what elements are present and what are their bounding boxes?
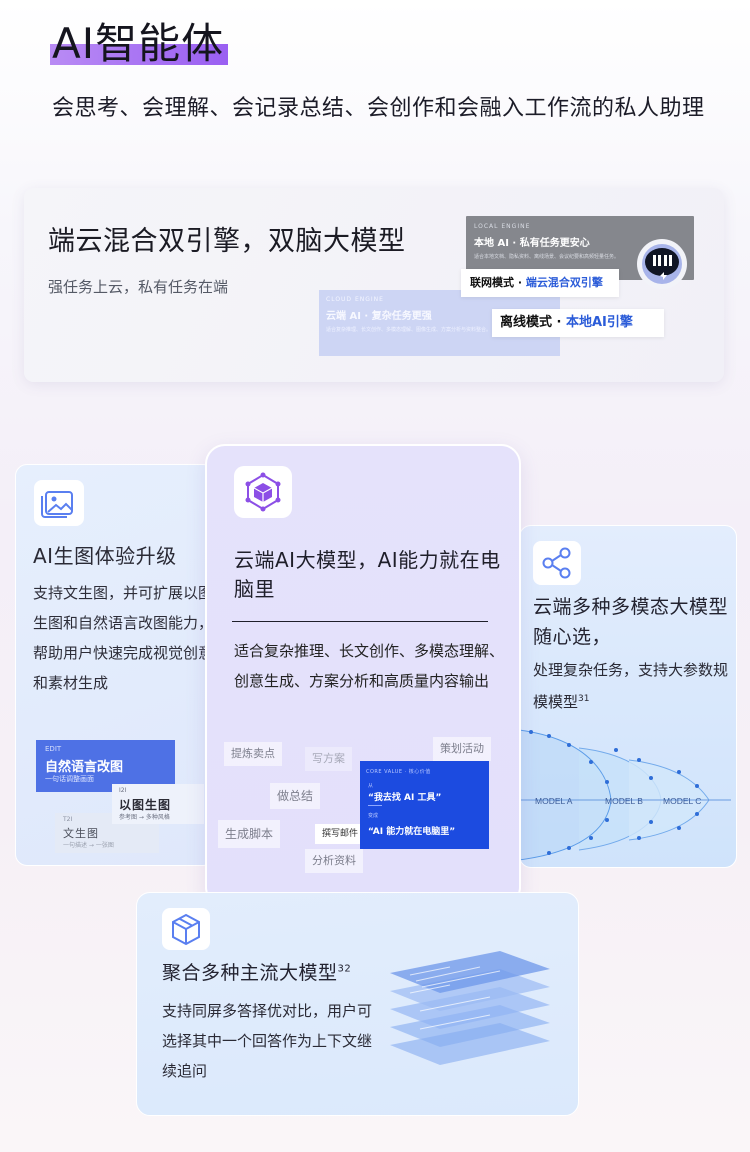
t2i-sub: 一句描述 → 一张图	[63, 842, 114, 849]
answers-stack-graphic	[390, 951, 550, 1065]
models-diagram: MODEL A MODEL B MODEL C	[519, 729, 731, 860]
chip-summary: 做总结	[270, 783, 321, 809]
t2i-title: 文生图	[63, 827, 99, 840]
t2i-tag: T2I	[63, 816, 73, 823]
cloud-engine-label: CLOUD ENGINE	[326, 296, 384, 303]
multimodel-desc-wrap: 处理复杂任务，支持大参数规模模型31	[533, 656, 728, 717]
i2i-sub: 参考图 → 多种风格	[119, 814, 170, 821]
aggregate-footnote: 32	[337, 963, 352, 975]
cloud-engine-title: 云端 AI · 复杂任务更强	[326, 311, 432, 322]
llm-divider	[232, 621, 488, 622]
image-gen-title: AI生图体验升级	[33, 544, 177, 568]
core-quote-from: “我去找 AI 工具”	[368, 793, 442, 803]
online-mode-label: 联网模式 ·	[470, 276, 526, 289]
model-c-label: MODEL C	[663, 796, 701, 806]
chip-selling-points: 提炼卖点	[224, 742, 282, 766]
core-value-tag: CORE VALUE · 核心价值	[366, 769, 431, 775]
cloud-engine-fine: 适合复杂推理、长文创作、多模态理解、图像生成、方案分析与资料整合。	[326, 327, 492, 333]
chip-email: 撰写邮件	[315, 824, 366, 844]
multimodel-desc: 处理复杂任务，支持大参数规模模型	[533, 661, 729, 711]
edit-title: 自然语言改图	[45, 760, 124, 775]
offline-mode-value: 本地AI引擎	[566, 315, 633, 330]
core-to-label: 变成	[368, 813, 379, 819]
title-highlight	[50, 44, 228, 65]
multimodel-title: 云端多种多模态大模型随心选，	[533, 596, 729, 648]
box-icon-tile	[162, 908, 210, 950]
i2i-mini-card	[112, 784, 204, 824]
gallery-icon-tile	[34, 480, 84, 526]
multimodel-footnote: 31	[578, 694, 590, 704]
i2i-tag: I2I	[119, 787, 127, 794]
engine-card-title: 端云混合双引擎，双脑大模型	[48, 226, 406, 257]
core-quote-to: “AI 能力就在电脑里”	[368, 827, 456, 837]
chip-write-plan: 写方案	[305, 747, 352, 771]
chip-script: 生成脚本	[218, 820, 281, 848]
local-engine-label: LOCAL ENGINE	[474, 223, 531, 230]
page-subtitle: 会思考、会理解、会记录总结、会创作和会融入工作流的私人助理	[52, 96, 705, 121]
engine-card-desc: 强任务上云，私有任务在端	[48, 278, 229, 296]
edit-tag: EDIT	[45, 745, 62, 753]
cube-network-icon-tile	[234, 466, 292, 518]
box-icon	[172, 913, 200, 946]
share-nodes-icon	[542, 547, 571, 579]
llm-desc: 适合复杂推理、长文创作、多模态理解、创意生成、方案分析和高质量内容输出	[234, 642, 505, 690]
local-engine-title: 本地 AI · 私有任务更安心	[474, 238, 590, 249]
core-divider	[368, 805, 382, 806]
edit-sub: 一句话调整画面	[45, 775, 94, 783]
robot-icon	[637, 239, 687, 289]
aggregate-desc: 支持同屏多答择优对比，用户可选择其中一个回答作为上下文继续追问	[162, 1002, 373, 1080]
llm-title: 云端AI大模型，AI能力就在电脑里	[234, 548, 501, 601]
model-b-label: MODEL B	[605, 796, 643, 806]
aggregate-title-wrap: 聚合多种主流大模型32	[162, 958, 351, 985]
i2i-title: 以图生图	[119, 798, 172, 812]
page-title: AI智能体	[52, 19, 225, 68]
image-gen-desc: 支持文生图，并可扩展以图生图和自然语言改图能力，帮助用户快速完成视觉创意和素材生…	[33, 584, 214, 692]
edit-mini-card	[36, 740, 175, 792]
online-mode-tag: 联网模式 · 端云混合双引擎	[461, 269, 619, 297]
local-engine-fine: 适合本地文档、隐私资料、离线场景、会议纪要和高频轻量任务。	[474, 254, 620, 260]
share-nodes-icon-tile	[533, 541, 581, 585]
online-mode-value: 端云混合双引擎	[525, 276, 603, 289]
offline-mode-label: 离线模式 ·	[500, 315, 566, 330]
chip-plan-event: 策划活动	[433, 737, 491, 761]
gallery-icon	[41, 491, 73, 518]
model-a-label: MODEL A	[535, 796, 573, 806]
cube-network-icon	[245, 472, 281, 512]
aggregate-title: 聚合多种主流大模型	[162, 962, 338, 984]
chip-analyze: 分析资料	[305, 849, 363, 873]
core-from-label: 从	[368, 783, 374, 789]
offline-mode-tag: 离线模式 · 本地AI引擎	[492, 309, 664, 337]
